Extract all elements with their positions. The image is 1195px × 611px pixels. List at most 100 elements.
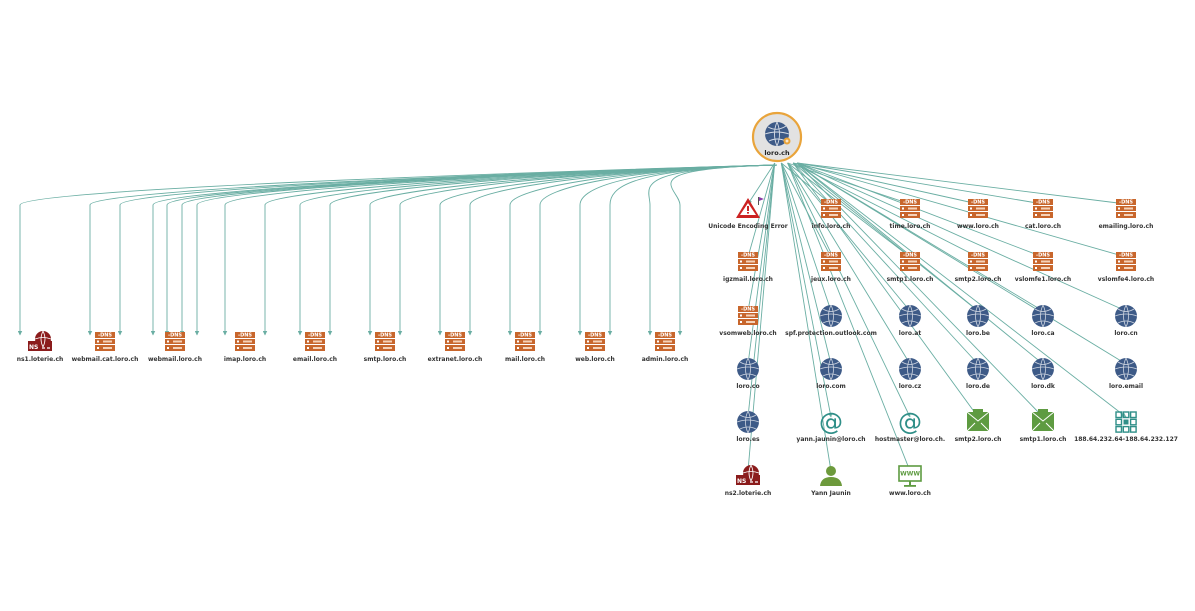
node-label: loro.dk xyxy=(1031,383,1056,390)
node-label: admin.loro.ch xyxy=(642,356,689,363)
svg-text:NS: NS xyxy=(737,478,746,485)
node-label: extranet.loro.ch xyxy=(428,356,483,363)
domain-icon xyxy=(1031,304,1055,328)
node-yann[interactable]: Yann Jaunin xyxy=(810,466,851,497)
node-dk[interactable]: loro.dk xyxy=(1031,357,1056,390)
dns-icon: -DNS xyxy=(585,332,605,351)
node-es[interactable]: loro.es xyxy=(736,410,760,443)
node-err[interactable]: Unicode Encoding Error xyxy=(708,197,788,230)
node-label: yann.jaunin@loro.ch xyxy=(796,436,865,443)
node-label: loro.com xyxy=(816,383,845,390)
svg-text:-DNS: -DNS xyxy=(1036,200,1050,206)
node-info[interactable]: -DNS info.loro.ch xyxy=(812,199,851,230)
node-mail[interactable]: -DNS mail.loro.ch xyxy=(505,332,545,363)
website-icon: WWW xyxy=(898,465,922,487)
domain-icon xyxy=(966,304,990,328)
node-hm[interactable]: @hostmaster@loro.ch. xyxy=(875,408,945,443)
node-emd[interactable]: loro.email xyxy=(1109,357,1143,390)
node-label: emailing.loro.ch xyxy=(1099,223,1154,230)
node-cz[interactable]: loro.cz xyxy=(898,357,922,390)
node-label: jeux.loro.ch xyxy=(810,276,851,283)
edge-wcat-0 xyxy=(87,164,778,336)
edge-smtp-0 xyxy=(367,164,778,336)
node-label: hostmaster@loro.ch. xyxy=(875,436,945,443)
svg-text:-DNS: -DNS xyxy=(824,200,838,206)
node-be[interactable]: loro.be xyxy=(966,304,990,337)
node-nb[interactable]: 188.64.232.64-188.64.232.127 xyxy=(1074,411,1178,443)
edge-be xyxy=(792,162,979,312)
dns-icon: -DNS xyxy=(968,199,988,218)
node-yj[interactable]: @yann.jaunin@loro.ch xyxy=(796,408,865,443)
dns-icon: -DNS xyxy=(655,332,675,351)
edge-emd xyxy=(796,162,1127,365)
edge-vsw xyxy=(746,162,776,312)
nameserver-icon: NS xyxy=(736,464,760,485)
node-mx2[interactable]: smtp2.loro.ch xyxy=(955,409,1002,443)
dns-icon: -DNS xyxy=(968,252,988,271)
node-label: loro.be xyxy=(966,330,990,337)
edge-www1 xyxy=(792,162,979,206)
svg-text:-DNS: -DNS xyxy=(518,333,532,339)
edge-wml-0 xyxy=(150,164,778,336)
dns-icon: -DNS xyxy=(305,332,325,351)
node-ca[interactable]: loro.ca xyxy=(1031,304,1055,337)
node-label: mail.loro.ch xyxy=(505,356,545,363)
node-spf[interactable]: spf.protection.outlook.com xyxy=(785,304,877,337)
svg-text:-DNS: -DNS xyxy=(238,333,252,339)
edge-ns1-0 xyxy=(17,164,778,336)
node-adm[interactable]: -DNS admin.loro.ch xyxy=(642,332,689,363)
edge-cn xyxy=(796,162,1127,312)
root-node[interactable]: loro.ch xyxy=(751,111,803,163)
node-label: loro.at xyxy=(899,330,922,337)
svg-text:-DNS: -DNS xyxy=(1119,200,1133,206)
svg-text:-DNS: -DNS xyxy=(448,333,462,339)
svg-text:-DNS: -DNS xyxy=(308,333,322,339)
node-label: vslomfe1.loro.ch xyxy=(1015,276,1071,283)
node-label: 188.64.232.64-188.64.232.127 xyxy=(1074,436,1178,443)
node-cn[interactable]: loro.cn xyxy=(1114,304,1138,337)
node-label: time.loro.ch xyxy=(890,223,931,230)
node-extr[interactable]: -DNS extranet.loro.ch xyxy=(428,332,483,363)
edge-vsf4 xyxy=(796,162,1127,259)
node-label: info.loro.ch xyxy=(812,223,851,230)
node-co[interactable]: loro.co xyxy=(736,357,760,390)
node-com[interactable]: loro.com xyxy=(816,357,846,390)
svg-text:-DNS: -DNS xyxy=(741,253,755,259)
node-emlg[interactable]: -DNS emailing.loro.ch xyxy=(1099,199,1154,230)
domain-icon xyxy=(898,357,922,381)
node-label: smtp2.loro.ch xyxy=(955,436,1002,443)
node-label: Yann Jaunin xyxy=(810,490,851,497)
edge-wml-3 xyxy=(194,164,778,336)
domain-icon xyxy=(736,357,760,381)
edge-yann xyxy=(780,162,833,472)
node-at[interactable]: loro.at xyxy=(899,304,922,337)
node-label: vslomfe4.loro.ch xyxy=(1098,276,1154,283)
node-label: vsomweb.loro.ch xyxy=(719,330,776,337)
node-mx1[interactable]: smtp1.loro.ch xyxy=(1020,409,1067,443)
domain-icon xyxy=(966,357,990,381)
edge-www2 xyxy=(787,162,911,472)
svg-text:-DNS: -DNS xyxy=(903,253,917,259)
node-label: loro.co xyxy=(736,383,759,390)
node-de[interactable]: loro.de xyxy=(966,357,990,390)
svg-text:-DNS: -DNS xyxy=(971,253,985,259)
